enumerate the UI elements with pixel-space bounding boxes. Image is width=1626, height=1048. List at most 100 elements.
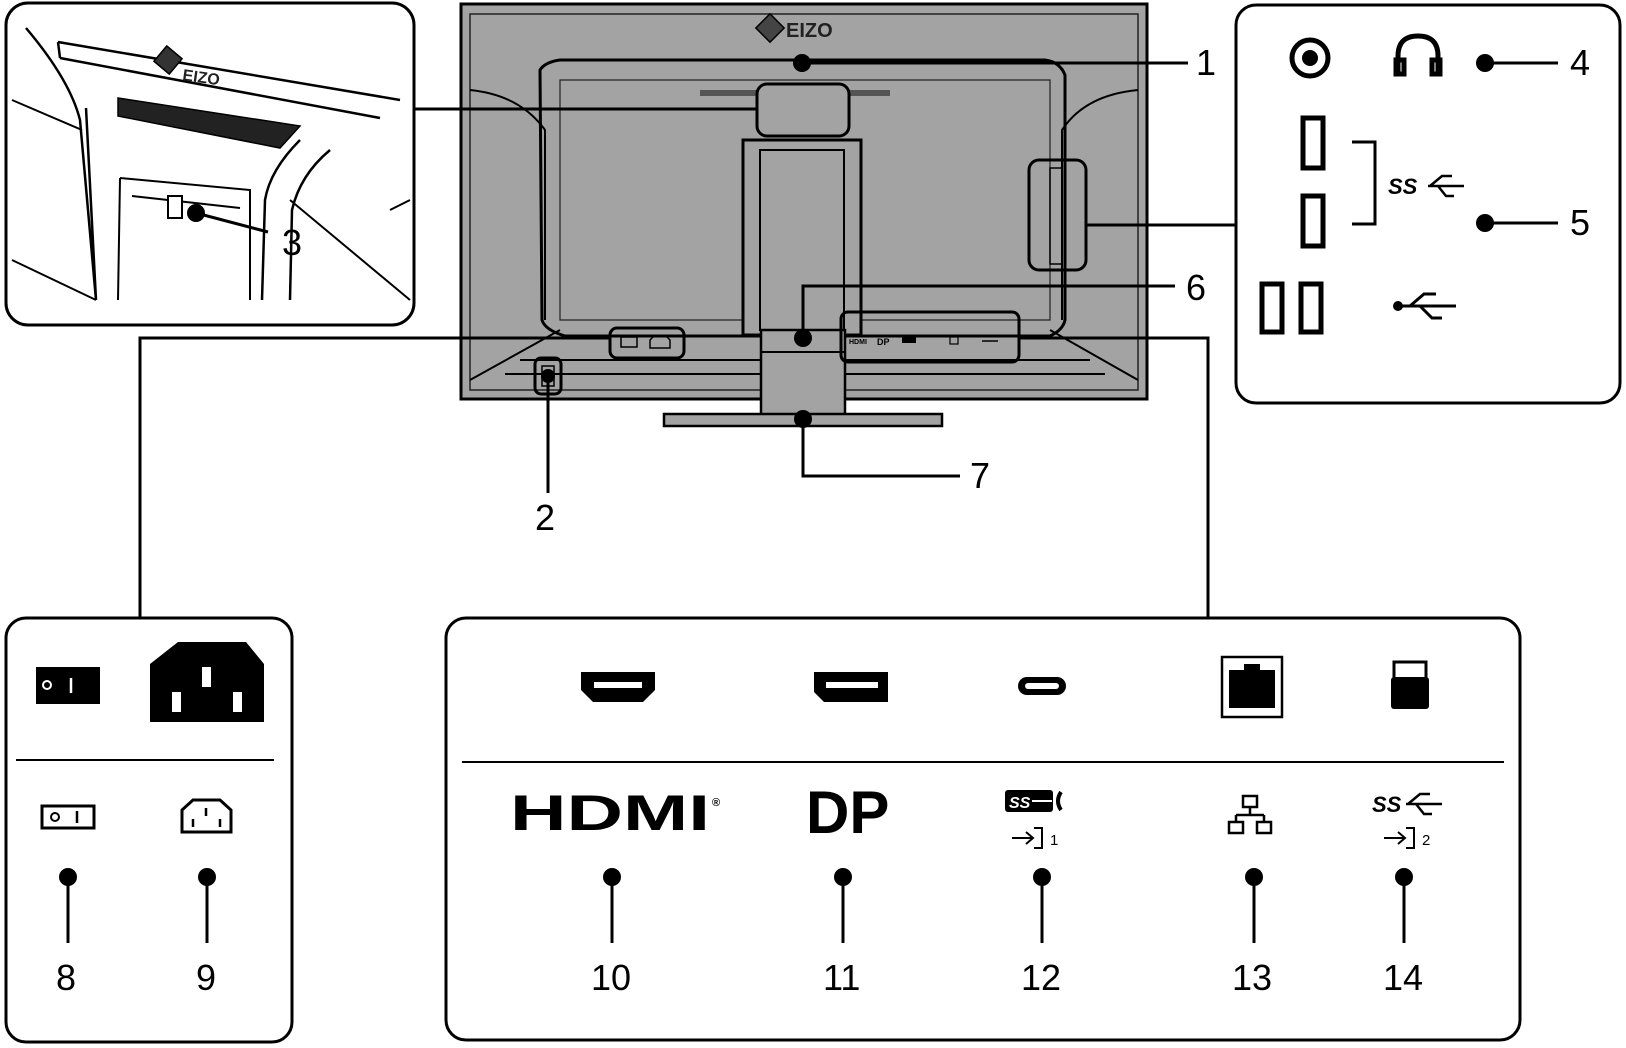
housing-inner-shape (538, 58, 1067, 338)
small-lan-mark (949, 336, 959, 345)
inset-body-left (25, 27, 98, 301)
monitor-callouts (541, 54, 1188, 493)
power-switch-icon (40, 804, 96, 830)
usb-icon (1393, 292, 1456, 320)
hdmi-logo-text: HDMI (510, 785, 710, 841)
inset-top-left-frame (4, 1, 416, 327)
power-switch-icon-off (50, 812, 60, 822)
inset-top-left: EIZO (4, 1, 416, 327)
power-switch-off-mark (42, 680, 52, 690)
power-switch-large (36, 667, 100, 704)
stand-handle (755, 82, 851, 138)
power-switch-icon-body (40, 804, 96, 830)
usb-port-4 (1298, 281, 1324, 335)
input-number-1: 1 (1050, 832, 1058, 849)
input-number-2: 2 (1422, 832, 1430, 849)
usbc-ss-text: SS (1009, 795, 1031, 812)
inset-logo: EIZO (152, 44, 221, 89)
leader-6 (801, 284, 1175, 338)
brand-text: EIZO (786, 20, 833, 42)
callout-number-14: 14 (1383, 957, 1423, 998)
usb-b-port-body (1391, 677, 1429, 709)
usb-ss-trident (1406, 792, 1442, 816)
ac-pin-left (172, 692, 181, 712)
ac-pin-top (202, 667, 211, 687)
leader-7 (801, 419, 960, 478)
leader-3 (195, 211, 269, 234)
callout-number-1: 1 (1196, 42, 1216, 83)
hdmi-reg-mark: ® (712, 797, 720, 809)
lan-icon-links (1234, 807, 1266, 822)
small-hdmi-label: HDMI (849, 339, 867, 346)
connector-bottom-right (1019, 336, 1210, 618)
housing-inner-shape-2 (559, 79, 1051, 321)
inset-frame-edge (11, 99, 411, 301)
callout-number-7: 7 (970, 455, 990, 496)
callout-number-4: 4 (1570, 42, 1590, 83)
usb-icon-trident (1398, 292, 1456, 320)
inset-bottom-left-frame (4, 616, 294, 1044)
ac-inlet-icon (180, 798, 233, 834)
small-usbc-mark (902, 337, 916, 343)
lan-port (1220, 655, 1284, 719)
usb-ss-input-2-icon: SS 2 (1372, 792, 1442, 849)
inset-brand-text: EIZO (181, 67, 220, 89)
inset-body-right (260, 139, 331, 301)
lan-icon (1227, 794, 1273, 835)
audio-ring (1289, 37, 1331, 79)
inset-connectors (138, 107, 1236, 618)
ss-usb-trident (1428, 174, 1464, 198)
usbc-badge-arc (1056, 790, 1063, 812)
hdmi-logo: HDMI ® (510, 785, 720, 841)
inset-bottom-left (4, 616, 294, 1044)
ss-usb-text: SS (1388, 174, 1418, 199)
callout-number-3: 3 (282, 222, 302, 263)
port-bracket (1352, 140, 1377, 226)
input-icon-1 (1012, 827, 1043, 849)
inset-top-right-frame (1234, 3, 1622, 405)
inset-logo-badge (152, 44, 184, 76)
inset-bottom-right: HDMI ® DP SS 1 SS 2 (444, 616, 1522, 1042)
callout-number-11: 11 (823, 957, 860, 998)
input-icon-2 (1384, 827, 1415, 849)
side-port-slot (1049, 167, 1063, 265)
small-power-switch (620, 336, 638, 348)
callout-number-12: 12 (1021, 957, 1061, 998)
logo-badge (754, 12, 786, 44)
usb-ss-port-1 (1300, 115, 1326, 171)
usbc-ss-badge (1005, 790, 1053, 812)
callout-number-5: 5 (1570, 202, 1590, 243)
hdmi-port-slot (594, 682, 642, 688)
ac-inlet-icon-outline (180, 798, 233, 834)
headphone-icon (1393, 33, 1443, 77)
callout-number-8: 8 (56, 957, 76, 998)
lan-icon-right (1255, 820, 1273, 835)
inset-neck (117, 177, 251, 301)
inset-bottom-right-frame (444, 616, 1522, 1042)
connector-bottom-left (138, 336, 610, 618)
housing-curve-left (469, 89, 546, 320)
usbc-port-slot (1025, 683, 1059, 689)
power-switch-body (36, 667, 100, 704)
lan-port-socket (1229, 664, 1275, 708)
inset-top-right: SS (1234, 3, 1622, 405)
usbc-input-1-icon: SS 1 (1005, 790, 1063, 849)
lan-icon-left (1227, 820, 1245, 835)
audio-line-icon (1289, 37, 1331, 79)
eizo-logo: EIZO (754, 12, 833, 44)
inset-bezel-top (56, 40, 401, 120)
audio-dot (1302, 50, 1318, 66)
small-ac-inlet (649, 335, 671, 349)
usb-b-port (1391, 660, 1429, 709)
ac-pin-right (233, 692, 242, 712)
dp-logo-text: DP (806, 779, 889, 846)
callout-number-2: 2 (535, 497, 555, 538)
usb-ss-text: SS (1372, 792, 1402, 817)
housing-curve-right (1061, 89, 1139, 320)
ss-usb-icon: SS (1388, 174, 1464, 199)
usb-ss-port-2 (1300, 193, 1326, 249)
usb-port-3 (1259, 281, 1285, 335)
callout-number-13: 13 (1232, 957, 1272, 998)
housing-contour (469, 13, 1139, 391)
